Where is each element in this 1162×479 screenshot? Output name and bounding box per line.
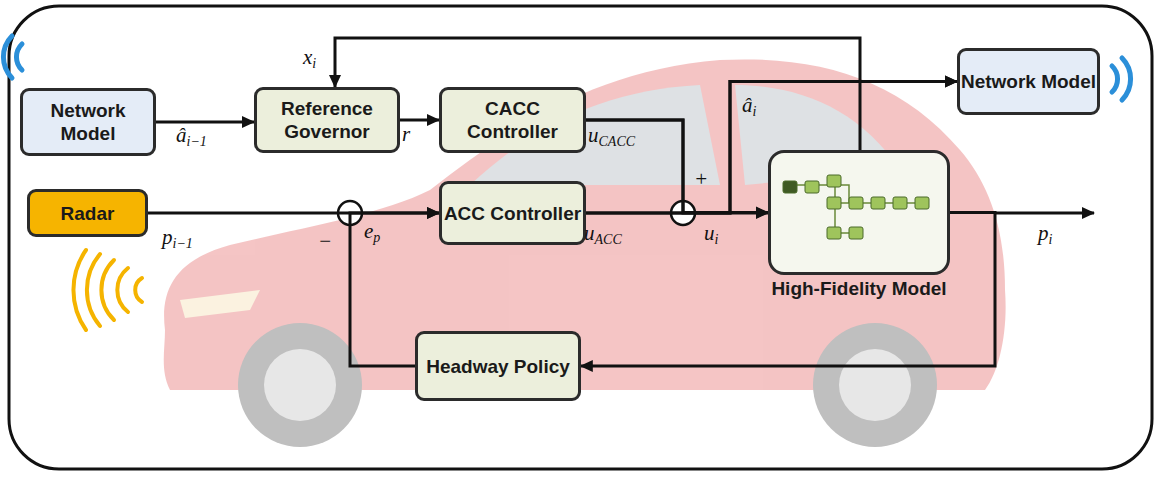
radar-waves [73,250,142,330]
signal-name: uCACC [588,124,635,146]
signal-name: − [318,230,332,252]
signal-name: pi [1038,222,1052,244]
policy-box: Headway Policy [415,331,581,401]
node-label: High-Fidelity Model [771,277,946,300]
signal-connector [156,121,254,124]
node-label: Network Model [23,99,153,145]
output-wire [995,212,1094,215]
signal-connector [400,119,439,122]
controller-box: CACC Controller [439,87,586,153]
node-label: Headway Policy [426,355,570,378]
model-icon [779,167,939,257]
signal-name: + [694,168,708,190]
signal-connector [335,38,860,150]
signal-name: ui [704,222,718,244]
governor-box: Reference Governor [254,87,400,153]
network-model-box: Network Model [20,88,156,156]
signal-name: ep [364,220,380,242]
controller-box: ACC Controller [439,181,586,245]
network-model-box: Network Model [957,48,1100,115]
node-label: Reference Governor [257,97,397,143]
car-illustration [164,59,1006,447]
node-label: Radar [61,202,115,225]
signal-name: pi−1 [162,226,193,248]
vehicle-model-box: High-Fidelity Model [768,150,950,275]
node-label: ACC Controller [444,202,581,225]
signal-name: xi [303,46,316,68]
signal-name: r [402,123,410,145]
node-label: Network Model [961,70,1096,93]
signal-name: âi−1 [176,124,207,146]
signal-connector [586,120,768,213]
signal-name: âi [742,94,756,116]
sensor-box: Radar [27,189,148,237]
outer-frame [9,6,1152,469]
signal-name: uACC [584,222,622,244]
node-label: CACC Controller [442,97,583,143]
